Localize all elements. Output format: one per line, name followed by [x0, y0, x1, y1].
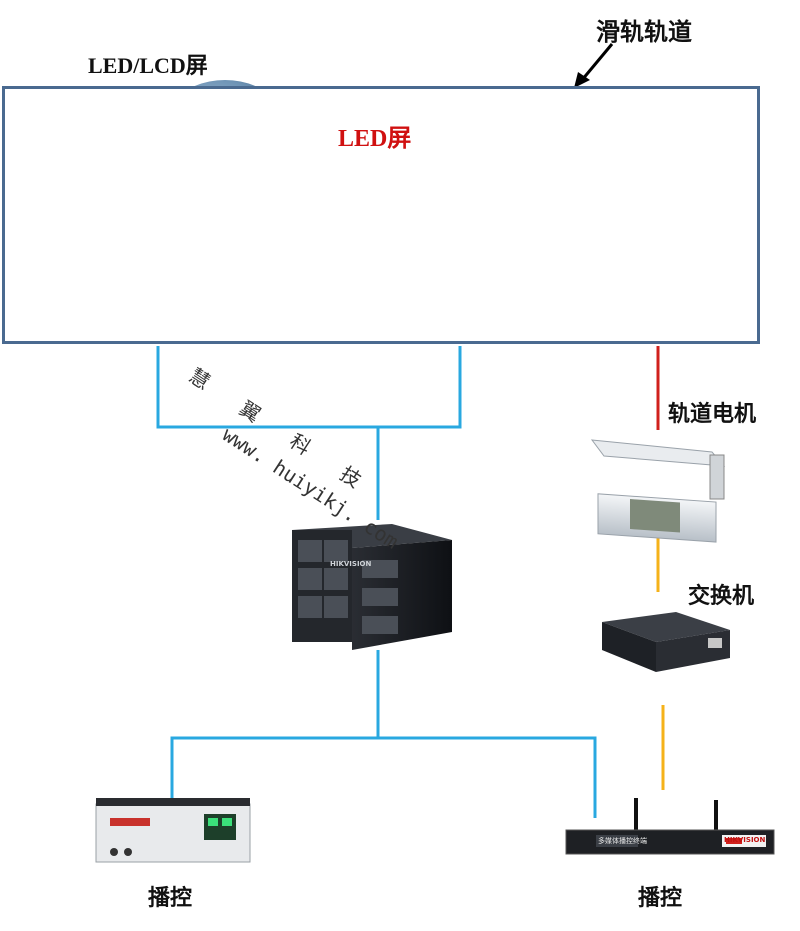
server-brand-text: HIKVISION — [330, 560, 372, 568]
player-brand-text: HIKVISION — [724, 836, 766, 844]
switch-label: 交换机 — [688, 584, 755, 609]
rail-label: 滑轨轨道 — [596, 18, 692, 46]
right-player-device — [565, 798, 775, 855]
player-label-text: 多媒体播控终端 — [598, 837, 647, 845]
screen-rail-frame — [2, 86, 760, 344]
rail-motor-device — [590, 439, 726, 543]
left-player-device — [95, 798, 251, 863]
screen-type-label: LED/LCD屏 — [88, 53, 208, 78]
right-player-label: 播控 — [638, 886, 683, 911]
blue-links — [156, 346, 597, 818]
led-screen-label: LED屏 — [338, 126, 412, 152]
motor-label: 轨道电机 — [668, 402, 757, 427]
media-server-device — [292, 524, 452, 650]
rail-arrow — [580, 43, 614, 81]
left-player-label: 播控 — [148, 886, 193, 911]
switch-device — [602, 612, 730, 672]
